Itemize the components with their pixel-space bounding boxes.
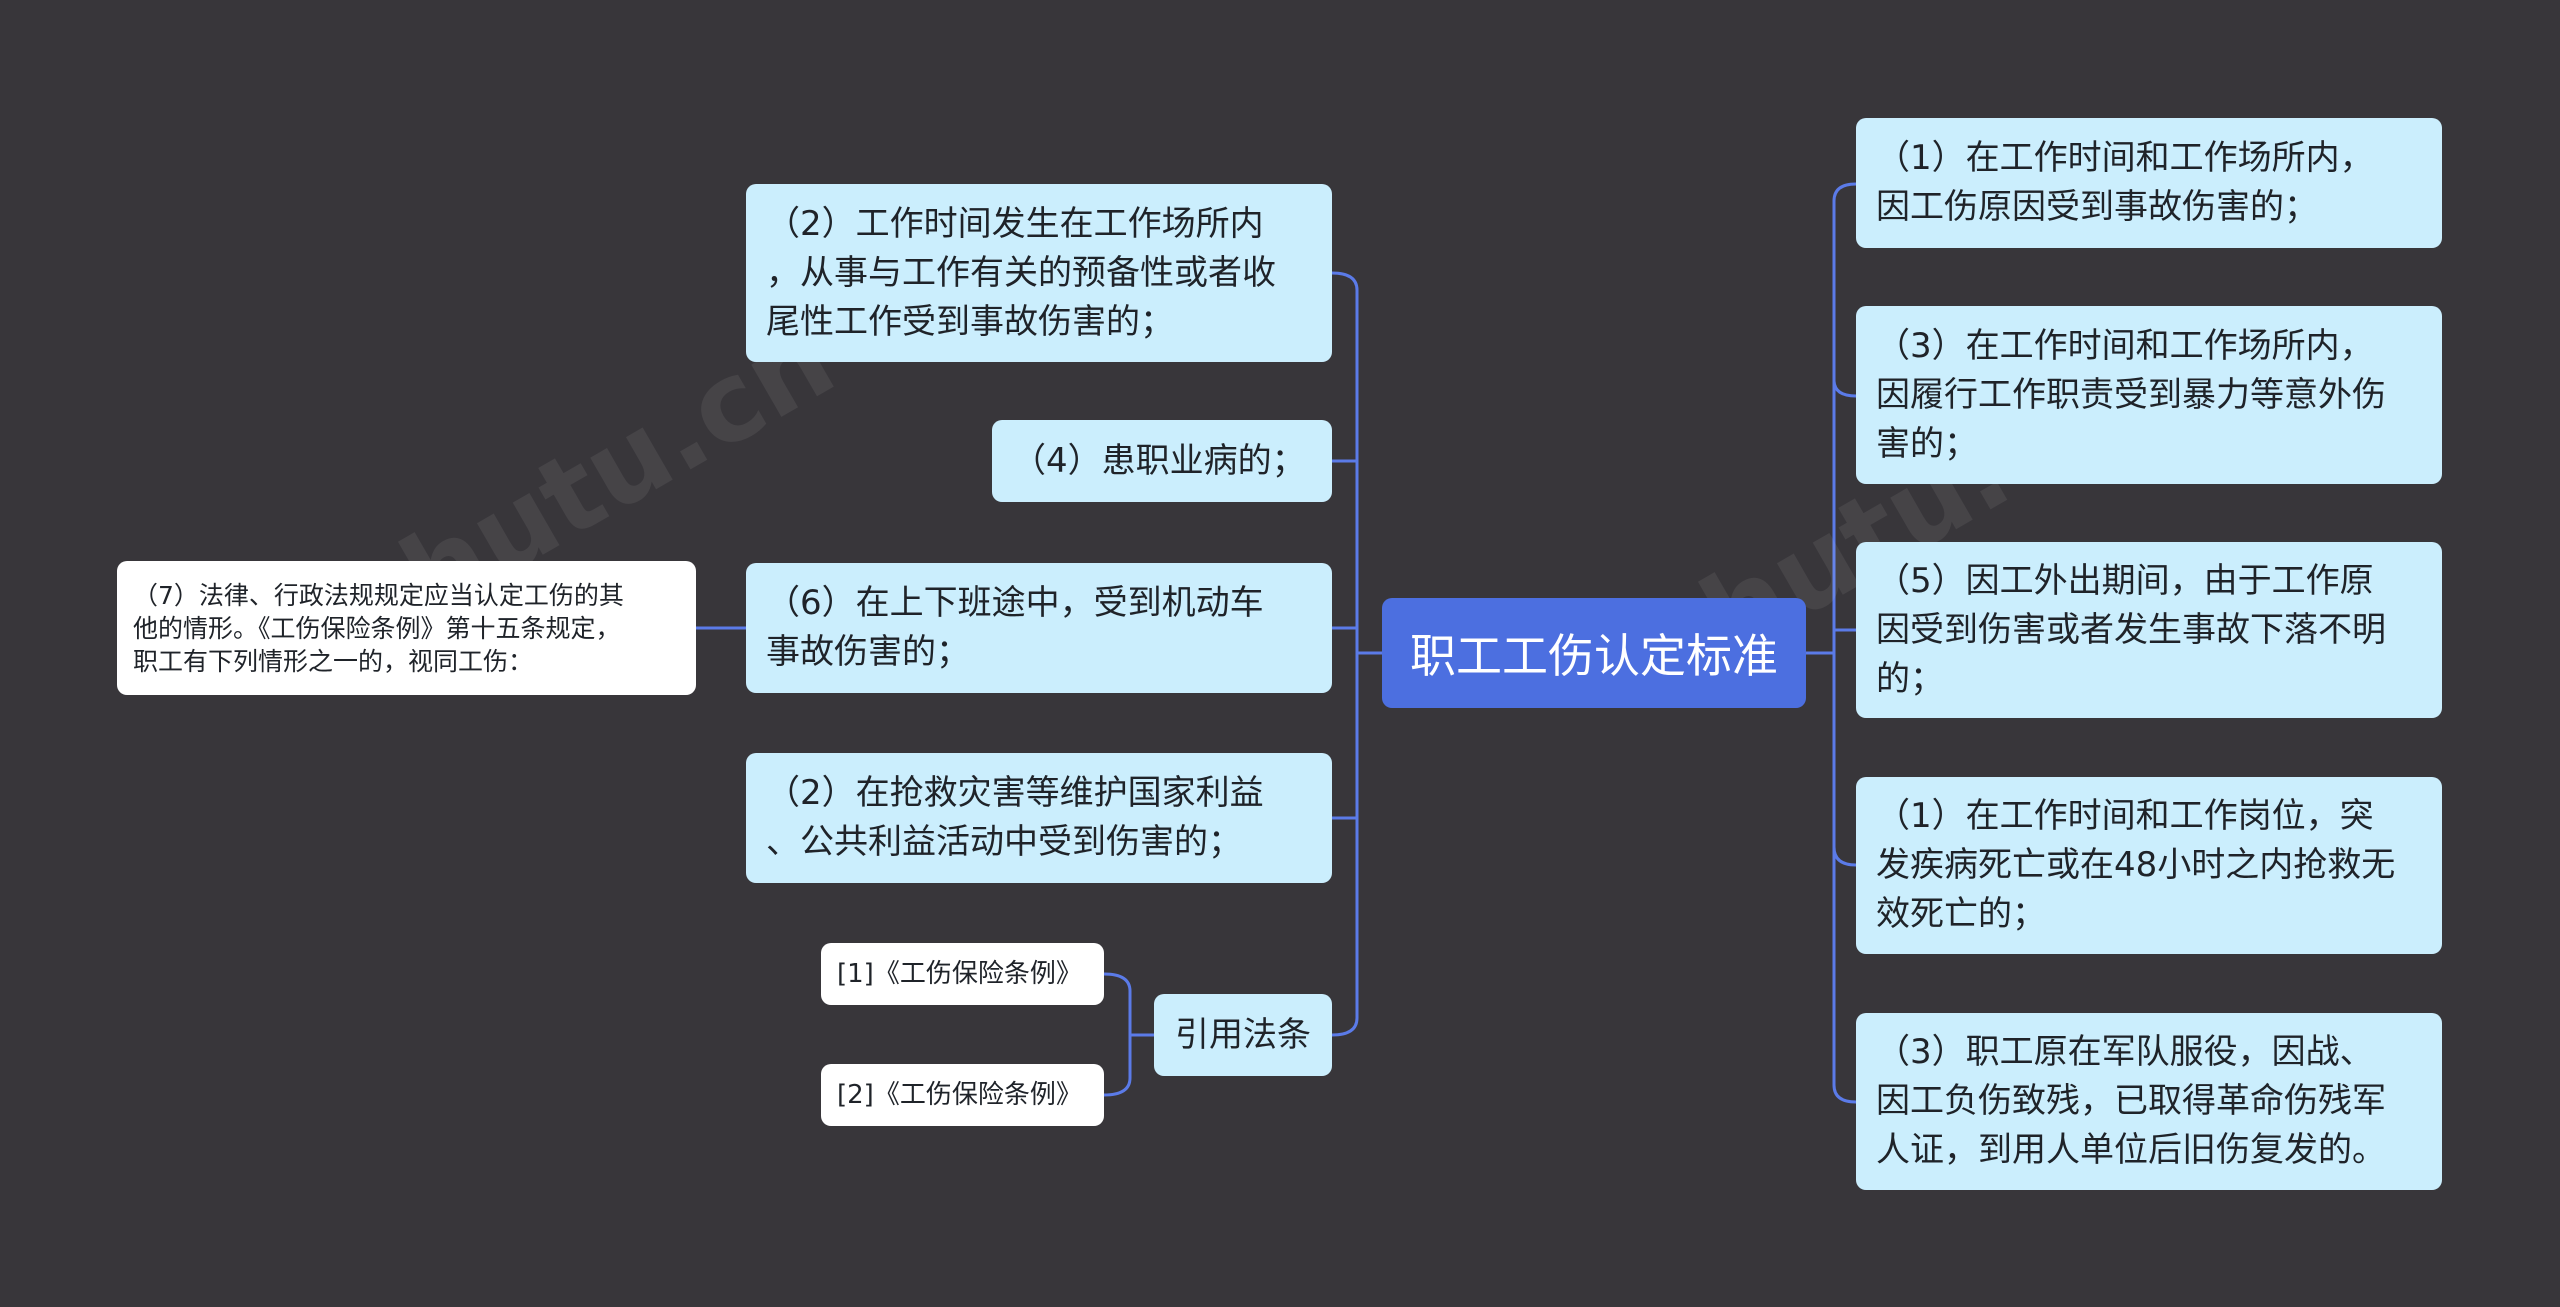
connector-right-2 bbox=[1832, 379, 1857, 398]
connector-left-trunk bbox=[1355, 290, 1382, 1018]
citation-label: [2]《工伤保险条例》 bbox=[837, 1080, 1082, 1110]
right-node-1[interactable]: （1）在工作时间和工作场所内， 因工伤原因受到事故伤害的； bbox=[1856, 118, 2442, 248]
node-label: （5）因工外出期间，由于工作原 因受到伤害或者发生事故下落不明 的； bbox=[1876, 560, 2386, 699]
node-label: 引用法条 bbox=[1175, 1014, 1311, 1055]
node-label: （4）患职业病的； bbox=[1012, 440, 1306, 481]
citation-2[interactable]: [2]《工伤保险条例》 bbox=[821, 1064, 1104, 1126]
citation-label: [1]《工伤保险条例》 bbox=[837, 959, 1082, 989]
node-label: （1）在工作时间和工作岗位，突 发疾病死亡或在48小时之内抢救无 效死亡的； bbox=[1876, 796, 2396, 934]
citation-1[interactable]: [1]《工伤保险条例》 bbox=[821, 943, 1104, 1005]
node-label: （6）在上下班途中，受到机动车 事故伤害的； bbox=[766, 583, 1264, 672]
right-node-4[interactable]: （1）在工作时间和工作岗位，突 发疾病死亡或在48小时之内抢救无 效死亡的； bbox=[1856, 777, 2442, 954]
right-node-5[interactable]: （3）职工原在军队服役，因战、 因工负伤致残，已取得革命伤残军 人证，到用人单位… bbox=[1856, 1013, 2442, 1190]
node-label: （3）在工作时间和工作场所内， 因履行工作职责受到暴力等意外伤 害的； bbox=[1876, 325, 2386, 464]
connector-left-5 bbox=[1331, 1017, 1359, 1037]
left-node-1[interactable]: （2）工作时间发生在工作场所内 ，从事与工作有关的预备性或者收 尾性工作受到事故… bbox=[746, 184, 1332, 362]
sub-note-node[interactable]: （7）法律、行政法规规定应当认定工伤的其 他的情形。《工伤保险条例》第十五条规定… bbox=[117, 561, 696, 695]
right-node-3[interactable]: （5）因工外出期间，由于工作原 因受到伤害或者发生事故下落不明 的； bbox=[1856, 542, 2442, 718]
connector-right-trunk bbox=[1806, 201, 1836, 1085]
connector-right-4 bbox=[1832, 846, 1857, 867]
node-label: （1）在工作时间和工作场所内， 因工伤原因受到事故伤害的； bbox=[1876, 138, 2374, 227]
connector-right-5 bbox=[1832, 1084, 1857, 1104]
left-node-4[interactable]: （2）在抢救灾害等维护国家利益 、公共利益活动中受到伤害的； bbox=[746, 753, 1332, 883]
left-node-3[interactable]: （6）在上下班途中，受到机动车 事故伤害的； bbox=[746, 563, 1332, 693]
connector-left-1 bbox=[1331, 271, 1359, 291]
node-label: （2）在抢救灾害等维护国家利益 、公共利益活动中受到伤害的； bbox=[766, 773, 1264, 862]
node-label: （2）工作时间发生在工作场所内 ，从事与工作有关的预备性或者收 尾性工作受到事故… bbox=[766, 203, 1276, 342]
connector-citations-trunk bbox=[1128, 991, 1154, 1078]
connector-citation-2 bbox=[1103, 1077, 1132, 1097]
node-label: （3）职工原在军队服役，因战、 因工负伤致残，已取得革命伤残军 人证，到用人单位… bbox=[1876, 1032, 2386, 1170]
right-node-2[interactable]: （3）在工作时间和工作场所内， 因履行工作职责受到暴力等意外伤 害的； bbox=[1856, 306, 2442, 484]
root-node[interactable]: 职工工伤认定标准 bbox=[1382, 598, 1806, 708]
left-node-citations[interactable]: 引用法条 bbox=[1154, 994, 1332, 1076]
connector-right-1 bbox=[1832, 182, 1857, 202]
connector-citation-1 bbox=[1103, 972, 1132, 992]
left-node-2[interactable]: （4）患职业病的； bbox=[992, 420, 1332, 502]
root-label: 职工工伤认定标准 bbox=[1410, 629, 1778, 683]
node-label: （7）法律、行政法规规定应当认定工伤的其 他的情形。《工伤保险条例》第十五条规定… bbox=[133, 580, 624, 676]
